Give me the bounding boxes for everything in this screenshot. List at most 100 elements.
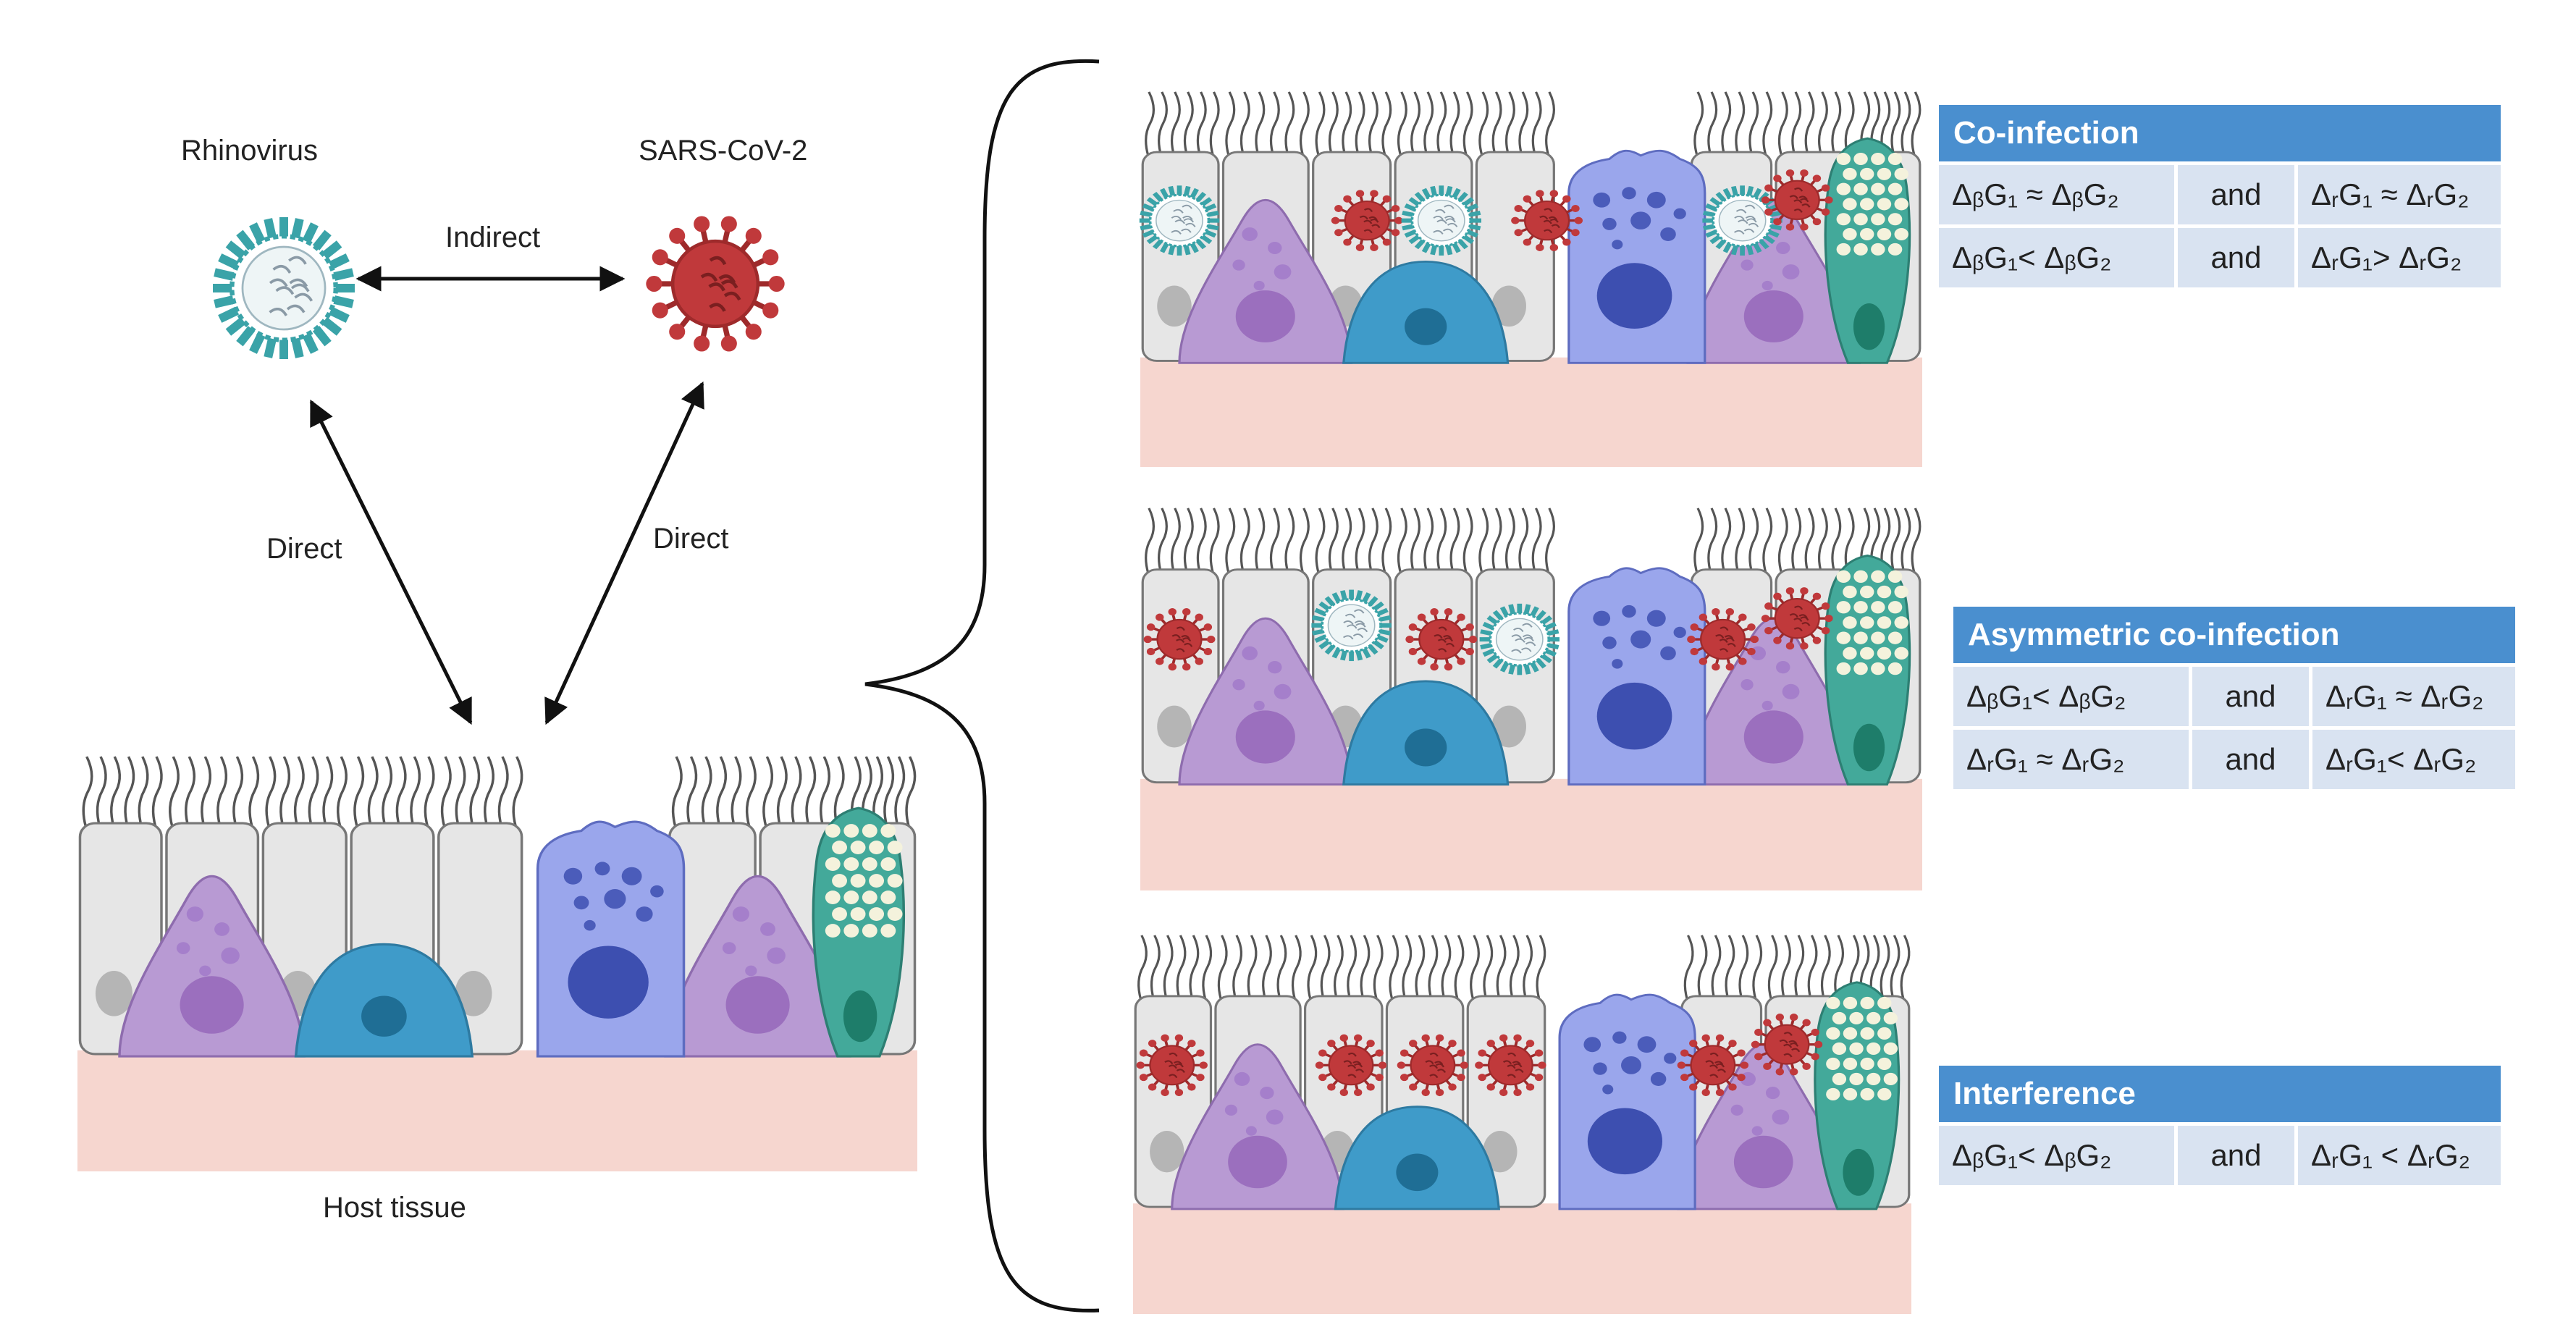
- mucus-granule: [1883, 1042, 1898, 1056]
- vesicle: [1268, 660, 1282, 674]
- rhinovirus-spike: [332, 295, 354, 308]
- mucus-granule: [1894, 228, 1908, 241]
- rhinovirus-spike: [290, 218, 304, 240]
- cilium: [469, 756, 481, 827]
- vesicle: [1274, 264, 1292, 279]
- spike-head: [1712, 607, 1720, 616]
- interference-title: Interference: [1939, 1066, 2501, 1122]
- rhinovirus-rna: [1511, 623, 1536, 654]
- mucus-granule: [1843, 198, 1857, 211]
- rhinovirus-spike: [1404, 203, 1417, 212]
- spike-head: [1366, 1083, 1375, 1091]
- spike-head: [1370, 190, 1379, 198]
- secretory-cell: [536, 820, 686, 1058]
- rhinovirus-icon: [1702, 185, 1782, 256]
- cell-nucleus: [1396, 1153, 1439, 1192]
- rhinovirus-icon: [1139, 185, 1220, 256]
- mucus-granule: [1826, 1087, 1840, 1101]
- sars-cov-2-label: SARS-CoV-2: [639, 135, 808, 167]
- spike-head: [1315, 1061, 1324, 1069]
- mucus-granule: [1836, 601, 1851, 614]
- rhinovirus-spike: [225, 316, 248, 336]
- rhinovirus-spike: [1535, 610, 1546, 621]
- rhinovirus-spike: [1451, 188, 1461, 200]
- binding-condition-cell: ΔᵦG₁< ΔᵦG₂: [1939, 228, 2178, 287]
- rhinovirus-spike: [1540, 615, 1553, 626]
- rhinovirus-spike: [1457, 238, 1468, 250]
- rhinovirus-spike: [1168, 244, 1176, 256]
- mucus-granule: [1877, 228, 1892, 241]
- cell-nucleus: [1853, 303, 1885, 350]
- indirect-label: Indirect: [445, 222, 541, 253]
- replication-condition-cell: ΔᵣG₁ < ΔᵣG₂: [2298, 1126, 2501, 1185]
- mucus-granule: [1894, 616, 1908, 629]
- cilium: [1137, 935, 1148, 1001]
- cell-nucleus: [1733, 1135, 1793, 1189]
- secretory-cell: [1567, 567, 1706, 786]
- cell-nucleus: [1843, 1148, 1874, 1196]
- cell-nucleus: [1405, 308, 1447, 345]
- mucus-granule: [862, 890, 877, 904]
- mucus-granule: [1849, 1011, 1864, 1025]
- spike-head: [720, 216, 737, 232]
- rhinovirus-spike: [1508, 604, 1516, 615]
- rhinovirus-spike: [1709, 234, 1722, 245]
- spike-head: [1370, 243, 1379, 251]
- mucus-granule: [1894, 198, 1908, 211]
- club-cell: [294, 943, 474, 1058]
- spike-head: [1444, 663, 1453, 671]
- mucus-granule: [1836, 570, 1851, 584]
- cilium: [248, 756, 260, 827]
- sars-rna: [700, 256, 741, 312]
- rhinovirus-spike: [218, 253, 241, 271]
- spike-head: [1460, 1061, 1469, 1069]
- spike-head: [1499, 1034, 1508, 1042]
- vesicle: [1253, 700, 1265, 711]
- mucus-granule: [1887, 601, 1903, 614]
- mucus-granule: [825, 824, 841, 838]
- cilium: [1189, 935, 1200, 1001]
- rhinovirus-spike: [1703, 211, 1716, 217]
- rhinovirus-spike: [1324, 644, 1336, 655]
- mucus-granule: [1853, 601, 1868, 614]
- spike-head: [1773, 636, 1782, 644]
- rhinovirus-spike: [1480, 642, 1493, 649]
- mucus-granule: [832, 907, 847, 921]
- cilium: [1721, 91, 1732, 156]
- rhinovirus-spike: [1529, 661, 1539, 673]
- spike-head: [1812, 174, 1822, 182]
- rhinovirus-spike: [1462, 197, 1475, 207]
- spike-head: [1689, 1083, 1698, 1091]
- rhinovirus-spike: [1160, 188, 1170, 200]
- spike-head: [1327, 1040, 1336, 1048]
- cilium: [671, 756, 683, 827]
- vesicle: [199, 965, 211, 977]
- spike-head: [1737, 1074, 1746, 1082]
- rhinovirus-spike: [1146, 197, 1159, 207]
- cilium: [1748, 91, 1759, 156]
- rhinovirus-spike: [332, 268, 354, 282]
- cilium: [883, 756, 895, 827]
- rhinovirus-spike: [1465, 203, 1479, 212]
- cilium: [1518, 91, 1529, 156]
- rhinovirus-spike: [1203, 203, 1217, 212]
- spike-head: [1562, 195, 1571, 203]
- cilium: [201, 756, 212, 827]
- mucus-granule: [825, 857, 841, 871]
- granule: [1630, 211, 1651, 229]
- cilium: [1239, 508, 1250, 573]
- mucus-granule: [1877, 647, 1892, 660]
- spike-head: [1715, 1088, 1725, 1097]
- spike-head: [1366, 1040, 1375, 1048]
- rhinovirus-spike: [214, 295, 236, 308]
- cilium: [1315, 508, 1326, 573]
- mucus-granule: [1877, 1057, 1892, 1071]
- epithelium-tissue: [1139, 91, 1922, 467]
- mucus-granule: [1849, 1072, 1864, 1086]
- spike-head: [669, 227, 686, 244]
- sars-cov-2-icon: [1143, 607, 1216, 671]
- spike-head: [1571, 229, 1580, 237]
- spike-head: [1747, 623, 1756, 631]
- cilium: [1725, 935, 1735, 1001]
- attached-sars-cov-2: [1677, 1034, 1749, 1097]
